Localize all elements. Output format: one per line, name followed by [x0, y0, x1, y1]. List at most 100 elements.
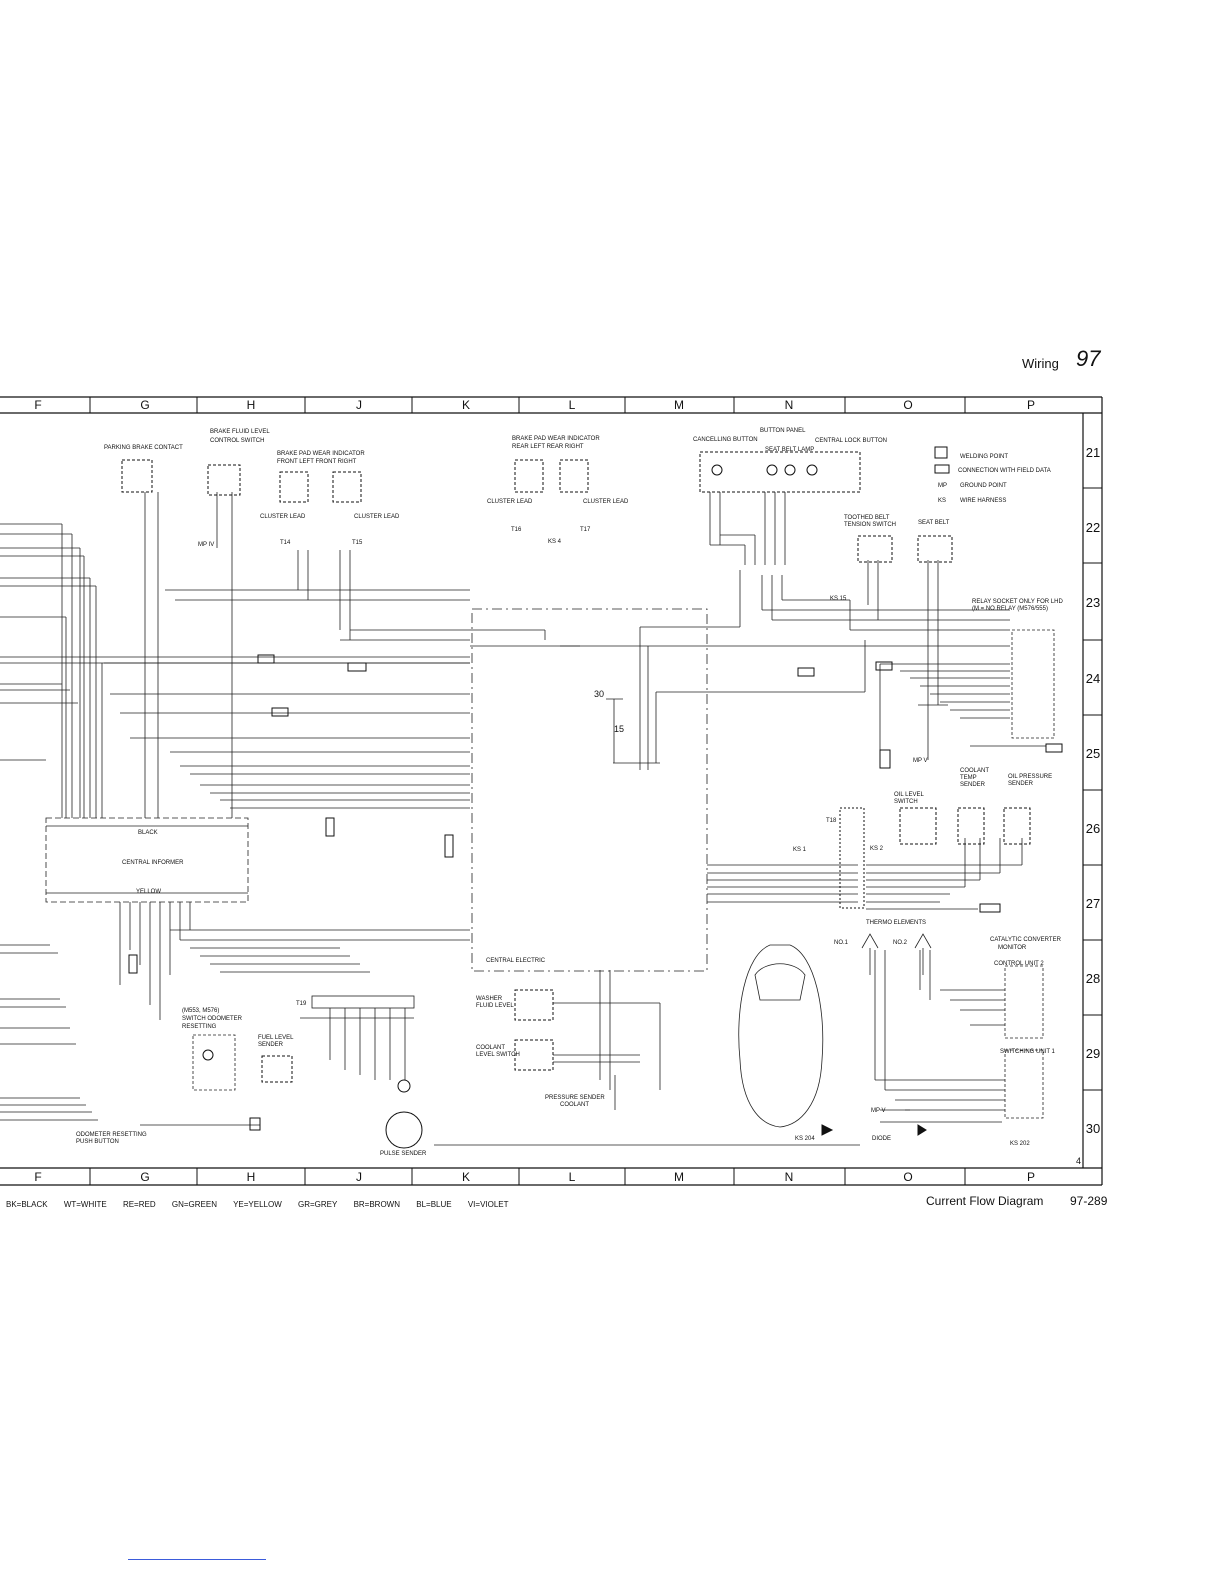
coolant-level-label-1: COOLANT [476, 1045, 505, 1051]
legend-ks: KS [938, 498, 946, 504]
col-label-bottom-p: P [1027, 1170, 1035, 1184]
corner-mark: 4 [1076, 1156, 1081, 1166]
col-label-top-l: L [569, 398, 576, 412]
seat-belt-label: SEAT BELT [918, 520, 950, 526]
parking-brake-label: PARKING BRAKE CONTACT [104, 445, 183, 451]
t18-label: T18 [826, 818, 837, 824]
pad-front-label-1: BRAKE PAD WEAR INDICATOR [277, 451, 365, 457]
color-legend-item: GN=GREEN [171, 1200, 217, 1209]
color-legend-item: BK=BLACK [6, 1200, 48, 1209]
col-label-top-g: G [140, 398, 149, 412]
color-legend-item: RE=RED [122, 1200, 156, 1209]
toothed-belt-label-1: TOOTHED BELT [844, 515, 890, 521]
color-legend-item: YE=YELLOW [233, 1200, 282, 1209]
diagram-title: Current Flow Diagram [926, 1194, 1044, 1208]
odometer-switch-label-1: (M553, M576) [182, 1008, 219, 1014]
ks202-label: KS 202 [1010, 1141, 1030, 1147]
pulse-sender-label: PULSE SENDER [380, 1151, 427, 1157]
ks4-label: KS 4 [548, 539, 562, 545]
row-label-24: 24 [1086, 671, 1100, 686]
diagram-number: 97-289 [1070, 1194, 1108, 1208]
coolant-temp-label-1: COOLANT [960, 768, 989, 774]
col-label-top-k: K [462, 398, 470, 412]
diode-label: DIODE [872, 1136, 891, 1142]
page-number: 97 [1076, 346, 1101, 371]
thermo-no1-label: NO.1 [834, 940, 849, 946]
yellow-label: YELLOW [136, 889, 161, 895]
wire-bundle [0, 492, 1055, 1146]
cluster-lead-label-2: CLUSTER LEAD [354, 514, 400, 520]
row-label-28: 28 [1086, 971, 1100, 986]
row-label-29: 29 [1086, 1046, 1100, 1061]
row-label-30: 30 [1086, 1121, 1100, 1136]
pad-front-label-2: FRONT LEFT FRONT RIGHT [277, 459, 357, 465]
col-label-top-h: H [247, 398, 256, 412]
legend-mp-text: GROUND POINT [960, 483, 1007, 489]
col-label-bottom-g: G [140, 1170, 149, 1184]
pressure-sender-label-2: COOLANT [560, 1102, 589, 1108]
legend-mp: MP [938, 483, 947, 489]
brake-fluid-label-1: BRAKE FLUID LEVEL [210, 429, 270, 435]
central-lock-button-label: CENTRAL LOCK BUTTON [815, 438, 887, 444]
catalytic-label-2: MONITOR [998, 945, 1027, 951]
col-label-bottom-h: H [247, 1170, 256, 1184]
cluster-lead-label-3: CLUSTER LEAD [487, 499, 533, 505]
ks15-label: KS 15 [830, 596, 847, 602]
color-legend-item: WT=WHITE [63, 1200, 107, 1209]
col-label-top-f: F [34, 398, 41, 412]
footer-link-underline [128, 1559, 266, 1560]
cluster-lead-label-1: CLUSTER LEAD [260, 514, 306, 520]
col-label-bottom-f: F [34, 1170, 41, 1184]
row-label-22: 22 [1086, 520, 1100, 535]
seat-belt-lamp-label: SEAT BELT LAMP [765, 447, 814, 453]
odometer-switch-label-3: RESETTING [182, 1024, 217, 1030]
t16-label: T16 [511, 527, 522, 533]
central-informer-label: CENTRAL INFORMER [122, 860, 184, 866]
mp-v-label: MP V [913, 758, 928, 764]
col-label-bottom-n: N [785, 1170, 794, 1184]
oil-level-label-1: OIL LEVEL [894, 792, 924, 798]
col-label-bottom-m: M [674, 1170, 684, 1184]
pad-rear-label-1: BRAKE PAD WEAR INDICATOR [512, 436, 600, 442]
col-label-top-j: J [356, 398, 362, 412]
coolant-temp-label-3: SENDER [960, 782, 986, 788]
mp-v-label-2: MP V [871, 1108, 886, 1114]
col-label-top-p: P [1027, 398, 1035, 412]
col-label-top-m: M [674, 398, 684, 412]
color-legend: BK=BLACK WT=WHITE RE=RED GN=GREEN YE=YEL… [6, 1200, 523, 1209]
row-label-21: 21 [1086, 445, 1100, 460]
coolant-temp-label-2: TEMP [960, 775, 977, 781]
component-symbols [121, 446, 1063, 1149]
legend-ks-text: WIRE HARNESS [960, 498, 1006, 504]
color-legend-item: BR=BROWN [353, 1200, 401, 1209]
odometer-reset-label-2: PUSH BUTTON [76, 1139, 119, 1145]
col-label-bottom-k: K [462, 1170, 470, 1184]
row-label-25: 25 [1086, 746, 1100, 761]
cancelling-button-label: CANCELLING BUTTON [693, 437, 758, 443]
row-label-23: 23 [1086, 595, 1100, 610]
central-electric-label: CENTRAL ELECTRIC [486, 958, 546, 964]
washer-fluid-label-1: WASHER [476, 996, 503, 1002]
switching-unit-1-label: SWITCHING UNIT 1 [1000, 1049, 1056, 1055]
col-label-top-n: N [785, 398, 794, 412]
col-label-bottom-l: L [569, 1170, 576, 1184]
button-panel-label: BUTTON PANEL [760, 428, 806, 434]
pad-rear-label-2: REAR LEFT REAR RIGHT [512, 444, 584, 450]
col-label-bottom-j: J [356, 1170, 362, 1184]
section-title: Wiring [1022, 356, 1059, 371]
control-unit-2-label: CONTROL UNIT 2 [994, 961, 1044, 967]
ks2-label: KS 2 [870, 846, 884, 852]
t15-label: T15 [352, 540, 363, 546]
legend-welding: WELDING POINT [960, 454, 1008, 460]
ks204-label: KS 204 [795, 1136, 815, 1142]
ks1-label: KS 1 [793, 847, 807, 853]
fuel-level-label-2: SENDER [258, 1042, 284, 1048]
row-label-26: 26 [1086, 821, 1100, 836]
relay-socket-label-2: (M = NO RELAY (M576/555) [972, 606, 1048, 612]
thermo-elements-label: THERMO ELEMENTS [866, 920, 926, 926]
row-label-27: 27 [1086, 896, 1100, 911]
fuel-level-label-1: FUEL LEVEL [258, 1035, 294, 1041]
color-legend-item: VI=VIOLET [467, 1200, 509, 1209]
washer-fluid-label-2: FLUID LEVEL [476, 1003, 514, 1009]
